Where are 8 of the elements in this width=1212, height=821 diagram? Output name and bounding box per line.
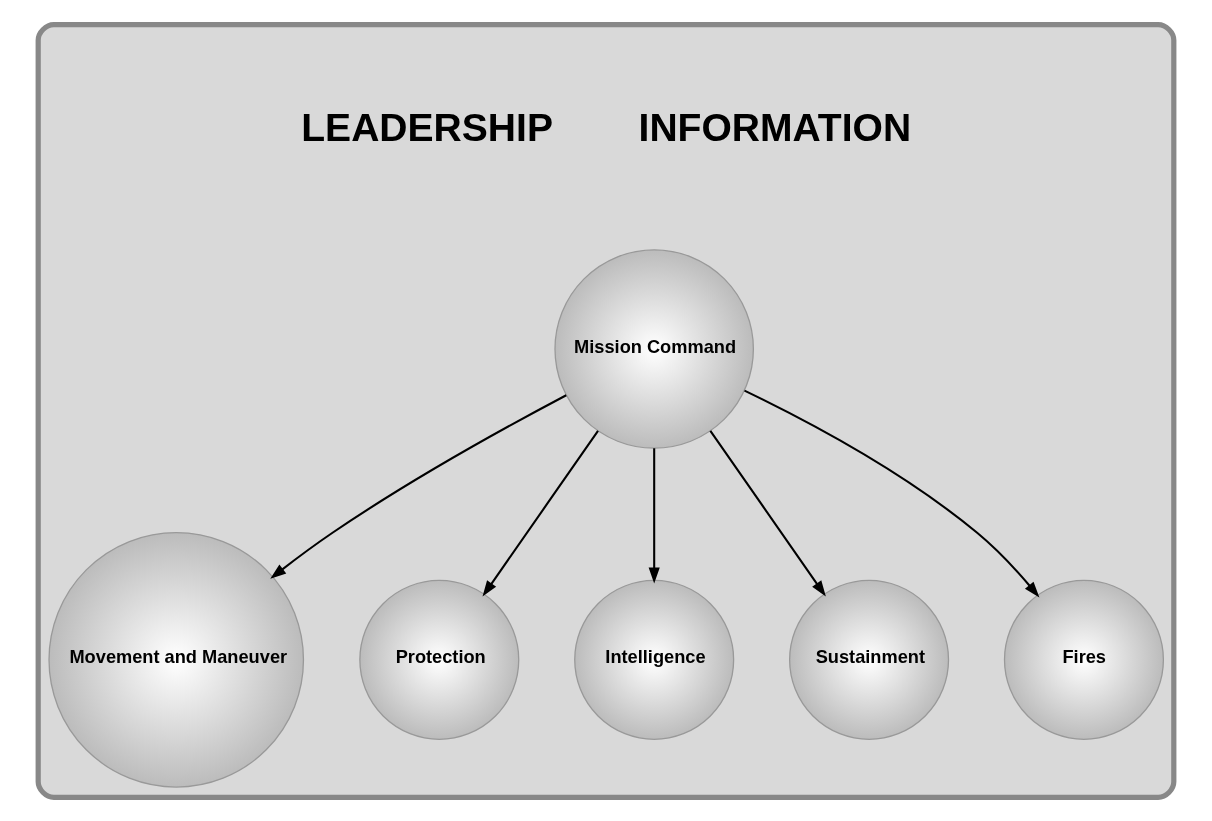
node-circle: Intelligence xyxy=(574,579,735,740)
node-circle: Mission Command xyxy=(554,248,755,449)
node-circle: Movement and Maneuver xyxy=(48,531,305,788)
arrow xyxy=(648,447,660,584)
arrow xyxy=(744,389,1040,597)
arrow xyxy=(482,429,599,597)
arrow xyxy=(709,429,826,597)
arrow xyxy=(270,393,567,579)
